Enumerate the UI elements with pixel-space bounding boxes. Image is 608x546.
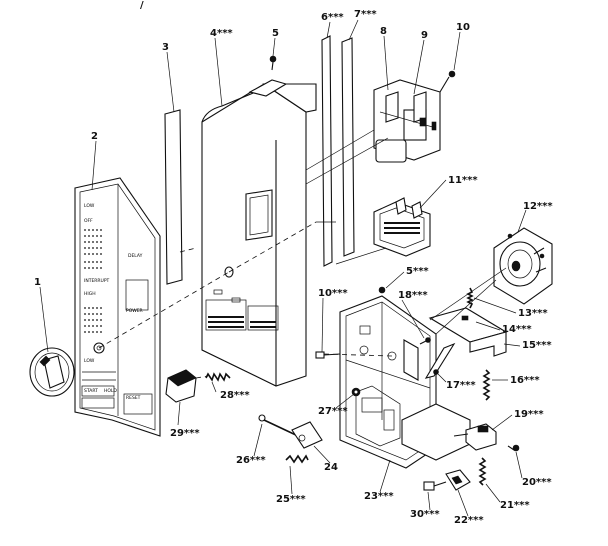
- label-18: 18***: [398, 290, 428, 301]
- label-10-lower: 10***: [318, 288, 348, 299]
- label-2: 2: [91, 131, 98, 142]
- label-26: 26***: [236, 455, 266, 466]
- part-20-screw: [507, 444, 520, 452]
- part-5-screw-top: [269, 55, 277, 71]
- panel-text-hold: HOLD: [104, 388, 117, 394]
- panel-text-high: HIGH: [84, 291, 96, 297]
- part-5-screw-lower: [378, 286, 386, 294]
- panel-text-start: START: [84, 388, 98, 394]
- part-19-switch: [453, 423, 497, 451]
- label-19: 19***: [514, 409, 544, 420]
- assembly-guide-lines: [98, 129, 507, 379]
- part-2-control-panel: LOW OFF DELAY INTERRUPT HIGH POWER LOW S…: [74, 177, 161, 437]
- label-16: 16***: [510, 375, 540, 386]
- part-labels: 1 2 3 4*** 5 6*** 7*** 8 9 10 11*** 12**…: [34, 9, 553, 526]
- part-23-chassis: [339, 295, 471, 469]
- part-3-side-strip: [164, 109, 183, 285]
- part-18-screw: [419, 337, 431, 345]
- label-23: 23***: [364, 491, 394, 502]
- part-25-spring: [285, 454, 309, 464]
- part-26-bolt: [258, 414, 299, 437]
- part-28-spring: [205, 372, 231, 382]
- label-7: 7***: [354, 9, 377, 20]
- part-10-bolt-lower: [315, 351, 341, 359]
- part-15-bracket: [428, 307, 508, 357]
- label-21: 21***: [500, 500, 530, 511]
- label-6: 6***: [321, 12, 344, 23]
- part-11-connector: [373, 197, 431, 257]
- part-12-timer-motor: [493, 227, 553, 305]
- label-5-lower: 5***: [406, 266, 429, 277]
- leader-lines: [39, 19, 527, 517]
- label-10-top: 10: [456, 22, 470, 33]
- label-13: 13***: [518, 308, 548, 319]
- panel-text-delay: DELAY: [128, 253, 143, 259]
- part-4-cabinet: [201, 79, 317, 387]
- label-25: 25***: [276, 494, 306, 505]
- label-11: 11***: [448, 175, 478, 186]
- part-29-knob-button: [165, 369, 197, 403]
- panel-text-interrupt: INTERRUPT: [84, 278, 110, 284]
- part-6-vertical-strip: [321, 35, 333, 267]
- label-20: 20***: [522, 477, 552, 488]
- part-17-lever: [424, 342, 456, 379]
- panel-text-low: LOW: [84, 203, 95, 209]
- part-30-pin: [423, 481, 447, 491]
- label-22: 22***: [454, 515, 484, 526]
- label-17: 17***: [446, 380, 476, 391]
- panel-text-off: OFF: [84, 218, 93, 224]
- part-10-screw: [439, 70, 456, 93]
- label-9: 9: [421, 30, 428, 41]
- label-24: 24: [324, 462, 338, 473]
- label-30: 30***: [410, 509, 440, 520]
- label-15: 15***: [522, 340, 552, 351]
- label-27: 27***: [318, 406, 348, 417]
- label-1: 1: [34, 277, 41, 288]
- label-4: 4***: [210, 28, 233, 39]
- part-1-knob: [29, 347, 75, 397]
- label-29: 29***: [170, 428, 200, 439]
- part-8-9-relay-assembly: [373, 79, 441, 163]
- label-28: 28***: [220, 390, 250, 401]
- panel-text-reset: RESET: [126, 395, 141, 401]
- part-13-spring: [466, 287, 474, 309]
- label-12: 12***: [523, 201, 553, 212]
- corner-mark: /: [140, 0, 144, 11]
- label-14: 14***: [502, 324, 532, 335]
- part-16-spring: [482, 369, 491, 401]
- part-7-vertical-strip: [341, 37, 355, 257]
- label-3: 3: [162, 42, 169, 53]
- part-22-latch: [445, 469, 471, 491]
- label-5-top: 5: [272, 28, 279, 39]
- part-24-bracket: [291, 421, 323, 449]
- label-8: 8: [380, 26, 387, 37]
- part-21-spring: [478, 457, 487, 486]
- panel-text-power: POWER: [126, 308, 143, 314]
- panel-text-low-2: LOW: [84, 358, 95, 364]
